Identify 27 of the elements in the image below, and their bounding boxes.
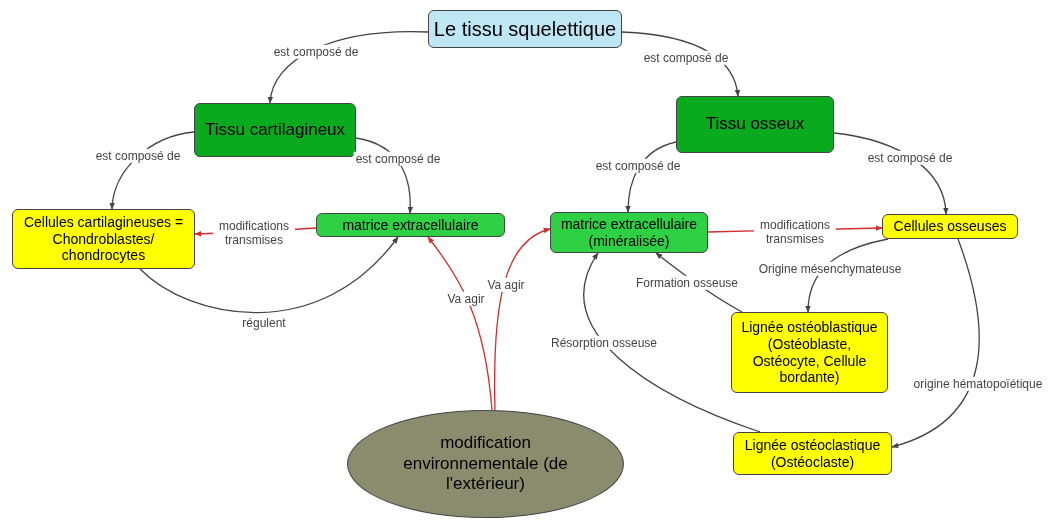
concept-box: Tissu cartilagineux	[194, 103, 356, 157]
edge-label: origine hématopoïétique	[911, 376, 1045, 392]
concept-box: Cellules cartilagineuses = Chondroblastes/ chondrocytes	[12, 209, 195, 269]
edge-label: Formation osseuse	[634, 275, 740, 291]
arrow	[583, 252, 761, 433]
edge-label: Origine mésenchymateuse	[756, 261, 904, 277]
concept-box: Tissu osseux	[676, 96, 834, 153]
arrow	[891, 238, 980, 448]
edge-label: est composé de	[271, 44, 361, 60]
edge-label: est composé de	[865, 150, 955, 166]
arrow	[493, 228, 551, 411]
edge-label: régulent	[240, 315, 288, 331]
concept-box: Cellules osseuses	[882, 214, 1018, 239]
arrow	[139, 236, 399, 314]
edge-label: est composé de	[593, 158, 683, 174]
arrow	[427, 236, 493, 411]
concept-box: Le tissu squelettique	[428, 10, 622, 48]
edge-label: est composé de	[641, 50, 731, 66]
edge-label: est composé de	[353, 151, 443, 167]
concept-box: matrice extracellulaire	[316, 213, 505, 237]
edge-label: est composé de	[93, 148, 183, 164]
edge-label: Va agir	[485, 277, 527, 293]
ellipse-node: modification environnementale (de l'extérieur)	[347, 410, 624, 518]
concept-box: Lignée ostéoblastique (Ostéoblaste, Ostéocyte, Cellule bordante)	[731, 312, 888, 393]
edge-label: Va agir	[445, 291, 487, 307]
concept-box: matrice extracellulaire (minéralisée)	[550, 212, 708, 253]
concept-box: Lignée ostéoclastique (Ostéoclaste)	[733, 432, 892, 475]
